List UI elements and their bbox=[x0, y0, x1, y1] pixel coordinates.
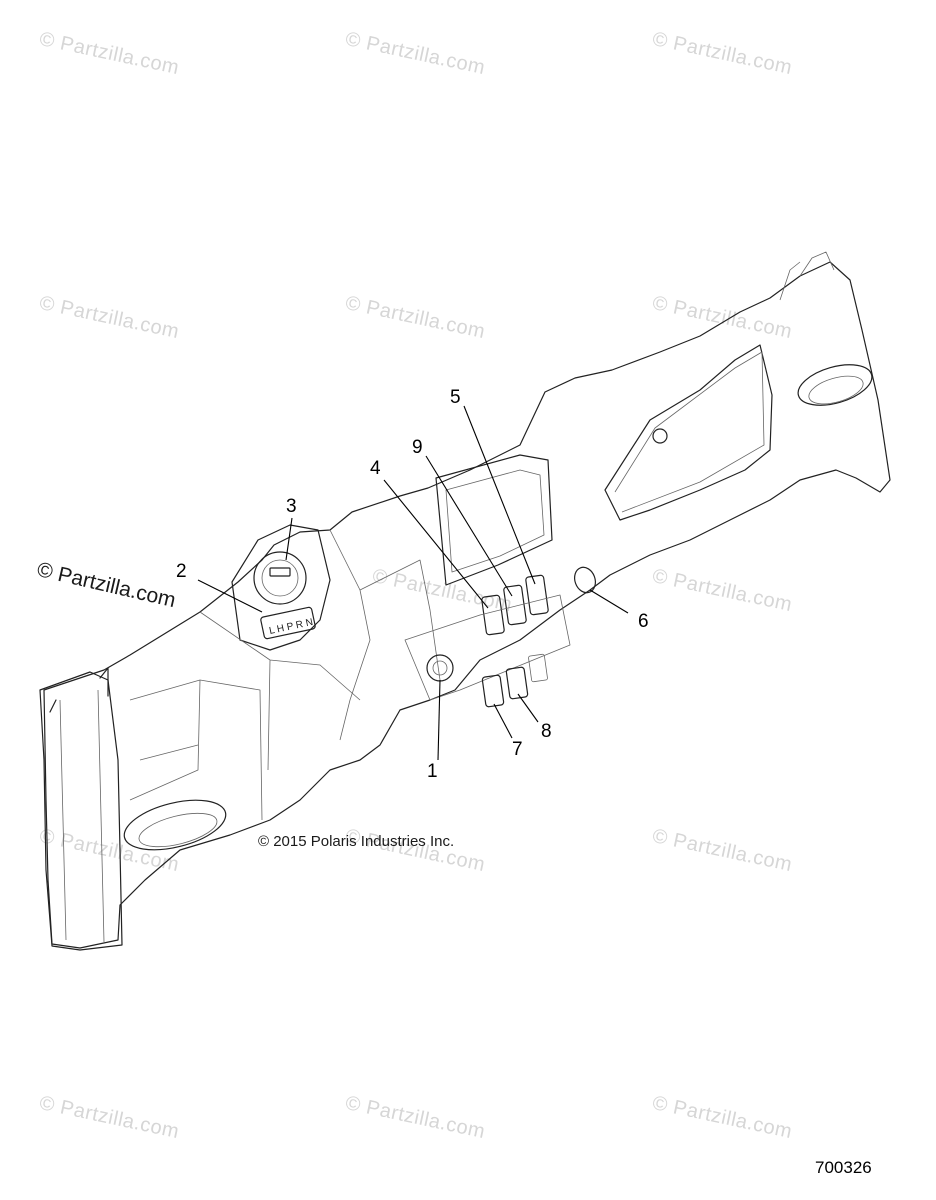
right-cup-holder bbox=[797, 364, 873, 406]
ignition-switch bbox=[426, 654, 454, 682]
gauge-pod bbox=[231, 524, 331, 651]
speedometer-gauge bbox=[253, 551, 307, 605]
power-outlet bbox=[574, 566, 596, 594]
callout-8: 8 bbox=[541, 721, 552, 742]
glove-box bbox=[604, 344, 773, 521]
callout-3: 3 bbox=[286, 496, 297, 517]
callout-4: 4 bbox=[370, 458, 381, 479]
callout-9: 9 bbox=[412, 437, 423, 458]
callout-1: 1 bbox=[427, 761, 438, 782]
left-cup-holder bbox=[123, 799, 227, 851]
diagram-reference-number: 700326 bbox=[815, 1158, 872, 1177]
callout-5: 5 bbox=[450, 387, 461, 408]
copyright-notice: © 2015 Polaris Industries Inc. bbox=[258, 833, 455, 850]
display-cutout bbox=[435, 454, 553, 586]
gear-indicator bbox=[260, 606, 316, 640]
leader-lines bbox=[197, 405, 629, 761]
dashboard-outline bbox=[43, 261, 891, 949]
left-end-panel bbox=[39, 671, 123, 951]
callout-2: 2 bbox=[176, 561, 187, 582]
callout-7: 7 bbox=[512, 739, 523, 760]
callout-6: 6 bbox=[638, 611, 649, 632]
rocker-switch bbox=[505, 666, 529, 700]
